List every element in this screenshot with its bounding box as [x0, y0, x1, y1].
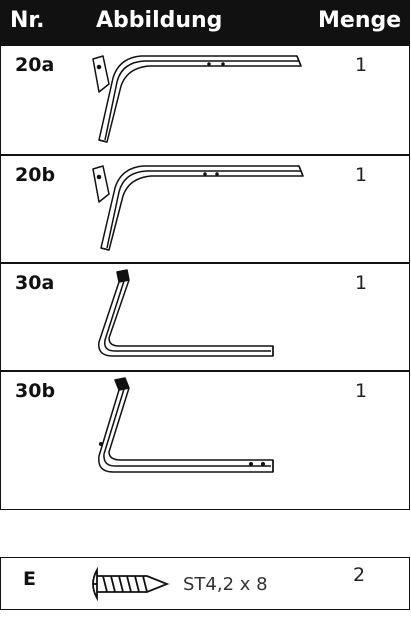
part-number: 30a: [15, 272, 55, 294]
table-header: Nr. Abbildung Menge: [0, 0, 410, 46]
parts-table: 20a 1 20b: [0, 46, 410, 510]
header-abbildung: Abbildung: [96, 8, 223, 33]
part-quantity: 1: [355, 54, 368, 76]
part-quantity: 1: [355, 164, 368, 186]
tube-30a-drawing-icon: [98, 269, 274, 357]
screw-icon: [92, 566, 170, 602]
tube-20a-drawing-icon: [92, 55, 302, 143]
part-quantity: 1: [355, 272, 368, 294]
hardware-label: ST4,2 x 8: [183, 574, 268, 595]
hardware-row: E ST4,2 x 8 2: [0, 557, 410, 610]
part-number: 20b: [15, 164, 56, 186]
tube-20b-drawing-icon: [92, 165, 304, 251]
header-menge: Menge: [318, 8, 402, 33]
table-row: 30b 1: [1, 370, 409, 480]
part-quantity: 1: [355, 380, 368, 402]
part-number: 20a: [15, 54, 55, 76]
tube-30b-drawing-icon: [98, 377, 274, 473]
table-row: 20b 1: [1, 154, 409, 264]
hardware-quantity: 2: [353, 564, 366, 586]
table-row: 30a 1: [1, 262, 409, 372]
header-nr: Nr.: [10, 8, 45, 33]
part-number: 30b: [15, 380, 56, 402]
hardware-number: E: [23, 568, 36, 590]
table-row: 20a 1: [1, 46, 409, 154]
